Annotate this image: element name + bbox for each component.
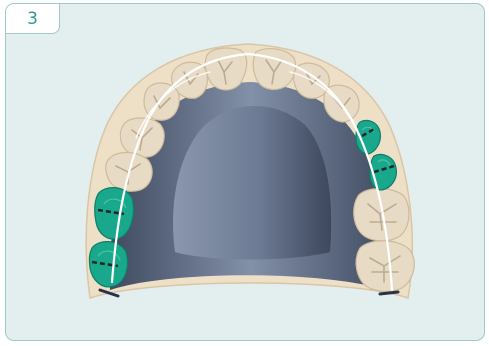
tooth-molar-right-1: [354, 189, 409, 241]
arch-end-right: [380, 292, 398, 294]
